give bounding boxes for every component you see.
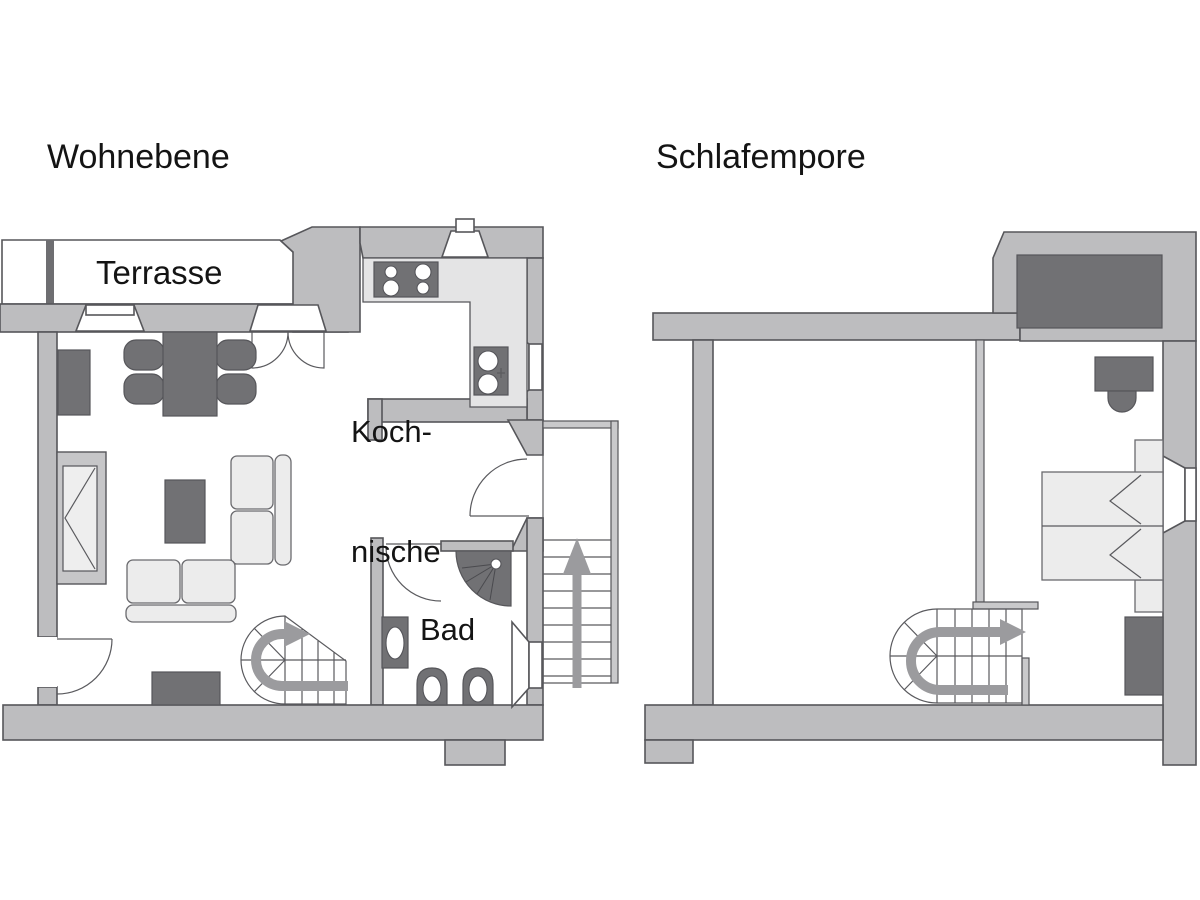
bath-window xyxy=(511,619,543,710)
schlafempore-plan xyxy=(644,231,1197,766)
terrace-french-door xyxy=(248,304,328,369)
kochnische-label-line2: nische xyxy=(351,534,441,569)
terrace-divider xyxy=(46,240,54,304)
terrasse-label: Terrasse xyxy=(96,254,223,291)
dining-chairs xyxy=(123,339,257,405)
dining-table xyxy=(162,331,218,417)
chimney xyxy=(440,218,490,258)
wohnebene-plan xyxy=(0,218,619,766)
bath-door xyxy=(385,543,442,602)
wall-cabinet xyxy=(57,349,91,416)
double-bed xyxy=(1041,439,1164,613)
spiral-staircase xyxy=(240,615,348,705)
sofa xyxy=(125,454,292,623)
washbasin xyxy=(381,616,409,669)
stove xyxy=(373,261,439,298)
bidet xyxy=(462,667,494,706)
wardrobe xyxy=(1016,254,1163,329)
right-plan-title: Schlafempore xyxy=(656,138,866,176)
sideboard xyxy=(151,671,221,706)
spiral-staircase xyxy=(889,608,1026,704)
shower xyxy=(455,550,512,607)
desk xyxy=(1094,356,1154,392)
external-staircase xyxy=(542,420,619,688)
kochnische-label-line1: Koch- xyxy=(351,414,432,449)
bedroom-window xyxy=(1162,454,1197,535)
toilet xyxy=(416,667,448,706)
left-plan-title: Wohnebene xyxy=(47,138,230,176)
desk-chair xyxy=(1107,390,1137,413)
entrance-door xyxy=(36,637,113,695)
tv-cabinet xyxy=(56,451,107,585)
kochnische-label: Koch- nische xyxy=(351,332,441,652)
coffee-table xyxy=(164,479,206,544)
bad-label: Bad xyxy=(420,612,476,647)
nightstand xyxy=(1124,616,1164,696)
landing-door xyxy=(469,456,543,517)
kitchen-sink xyxy=(473,346,509,396)
window-below-terrace xyxy=(74,304,146,332)
